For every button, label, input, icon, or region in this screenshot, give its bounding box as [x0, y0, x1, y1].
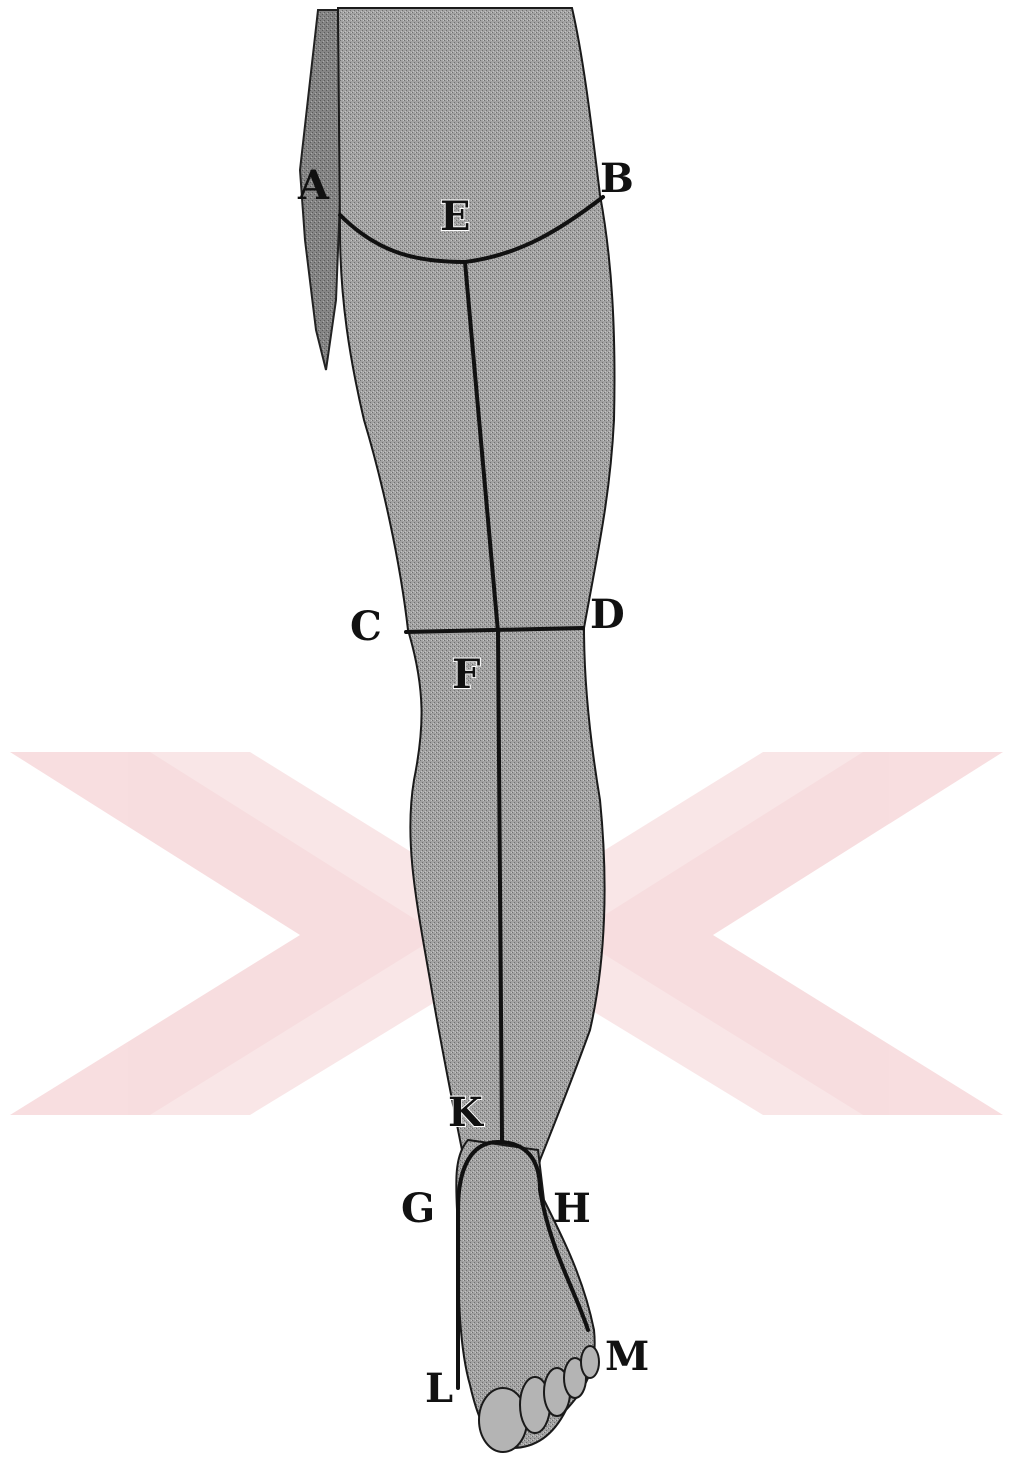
point-label-b: B: [600, 155, 634, 202]
point-label-f: F: [452, 651, 480, 698]
point-label-h: H: [553, 1185, 591, 1232]
point-label-l: L: [425, 1365, 453, 1412]
point-label-c: C: [350, 603, 382, 650]
point-label-e: E: [440, 193, 471, 240]
point-label-d: D: [590, 591, 625, 638]
point-label-a: A: [297, 162, 330, 209]
point-label-m: M: [605, 1333, 649, 1380]
point-label-k: K: [448, 1089, 484, 1136]
point-label-g: G: [401, 1185, 435, 1232]
